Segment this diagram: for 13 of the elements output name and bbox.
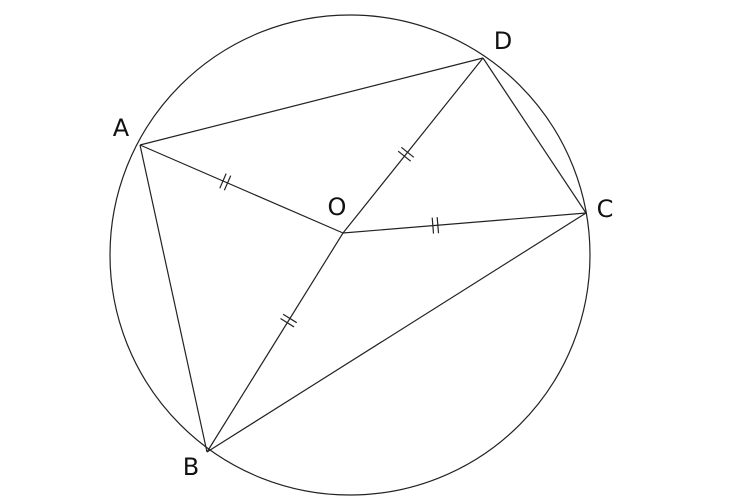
line-segment xyxy=(482,58,586,214)
line-segment xyxy=(342,58,484,234)
line-segment xyxy=(140,144,344,234)
point-label: A xyxy=(108,113,134,143)
point-label: O xyxy=(324,192,350,222)
line-segment xyxy=(139,144,208,452)
line-segment xyxy=(342,212,586,234)
line-segment xyxy=(206,212,586,452)
point-label: C xyxy=(592,194,618,224)
line-segment xyxy=(206,232,344,452)
point-label: D xyxy=(490,26,516,56)
line-segment xyxy=(140,57,484,146)
point-label: B xyxy=(178,452,204,482)
